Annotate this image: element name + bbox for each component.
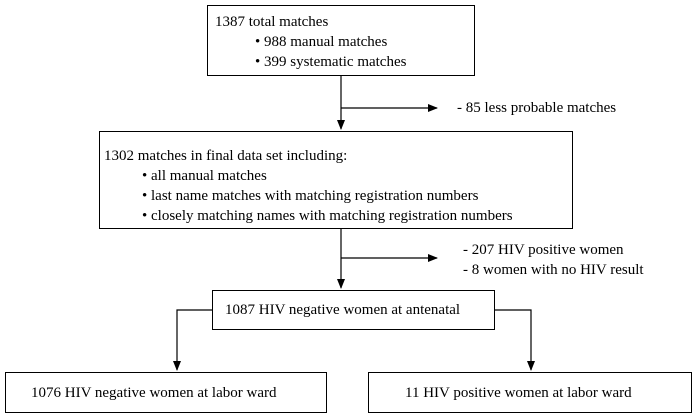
closely-matching-item: closely matching names with matching reg… <box>142 206 513 226</box>
final-data-set-box: 1302 matches in final data set including… <box>99 131 573 229</box>
final-data-set-title: 1302 matches in final data set including… <box>104 148 348 164</box>
total-matches-box: 1387 total matches 988 manual matches 39… <box>207 5 475 76</box>
arrow-antenatal-to-labor-positive <box>495 309 535 371</box>
exclusion-hiv-positive: - 207 HIV positive women <box>463 242 624 258</box>
labor-ward-negative-box: 1076 HIV negative women at labor ward <box>5 372 327 413</box>
manual-matches-item: 988 manual matches <box>255 32 387 52</box>
labor-ward-positive-box: 11 HIV positive women at labor ward <box>368 372 692 413</box>
arrow-antenatal-to-labor-negative <box>173 309 212 371</box>
all-manual-item: all manual matches <box>142 166 267 186</box>
exclusion-note-1: - 85 less probable matches <box>457 98 616 118</box>
exclusion-no-hiv-result: - 8 women with no HIV result <box>463 262 644 278</box>
antenatal-box: 1087 HIV negative women at antenatal <box>212 290 495 330</box>
exclusion-note-2: - 207 HIV positive women - 8 women with … <box>463 240 644 280</box>
systematic-matches-item: 399 systematic matches <box>255 52 406 72</box>
last-name-matches-item: last name matches with matching registra… <box>142 186 478 206</box>
labor-ward-negative-title: 1076 HIV negative women at labor ward <box>31 385 277 401</box>
labor-ward-positive-title: 11 HIV positive women at labor ward <box>405 385 632 401</box>
antenatal-title: 1087 HIV negative women at antenatal <box>225 302 461 318</box>
total-matches-title: 1387 total matches <box>215 14 329 30</box>
exclusion-less-probable: - 85 less probable matches <box>457 100 617 116</box>
